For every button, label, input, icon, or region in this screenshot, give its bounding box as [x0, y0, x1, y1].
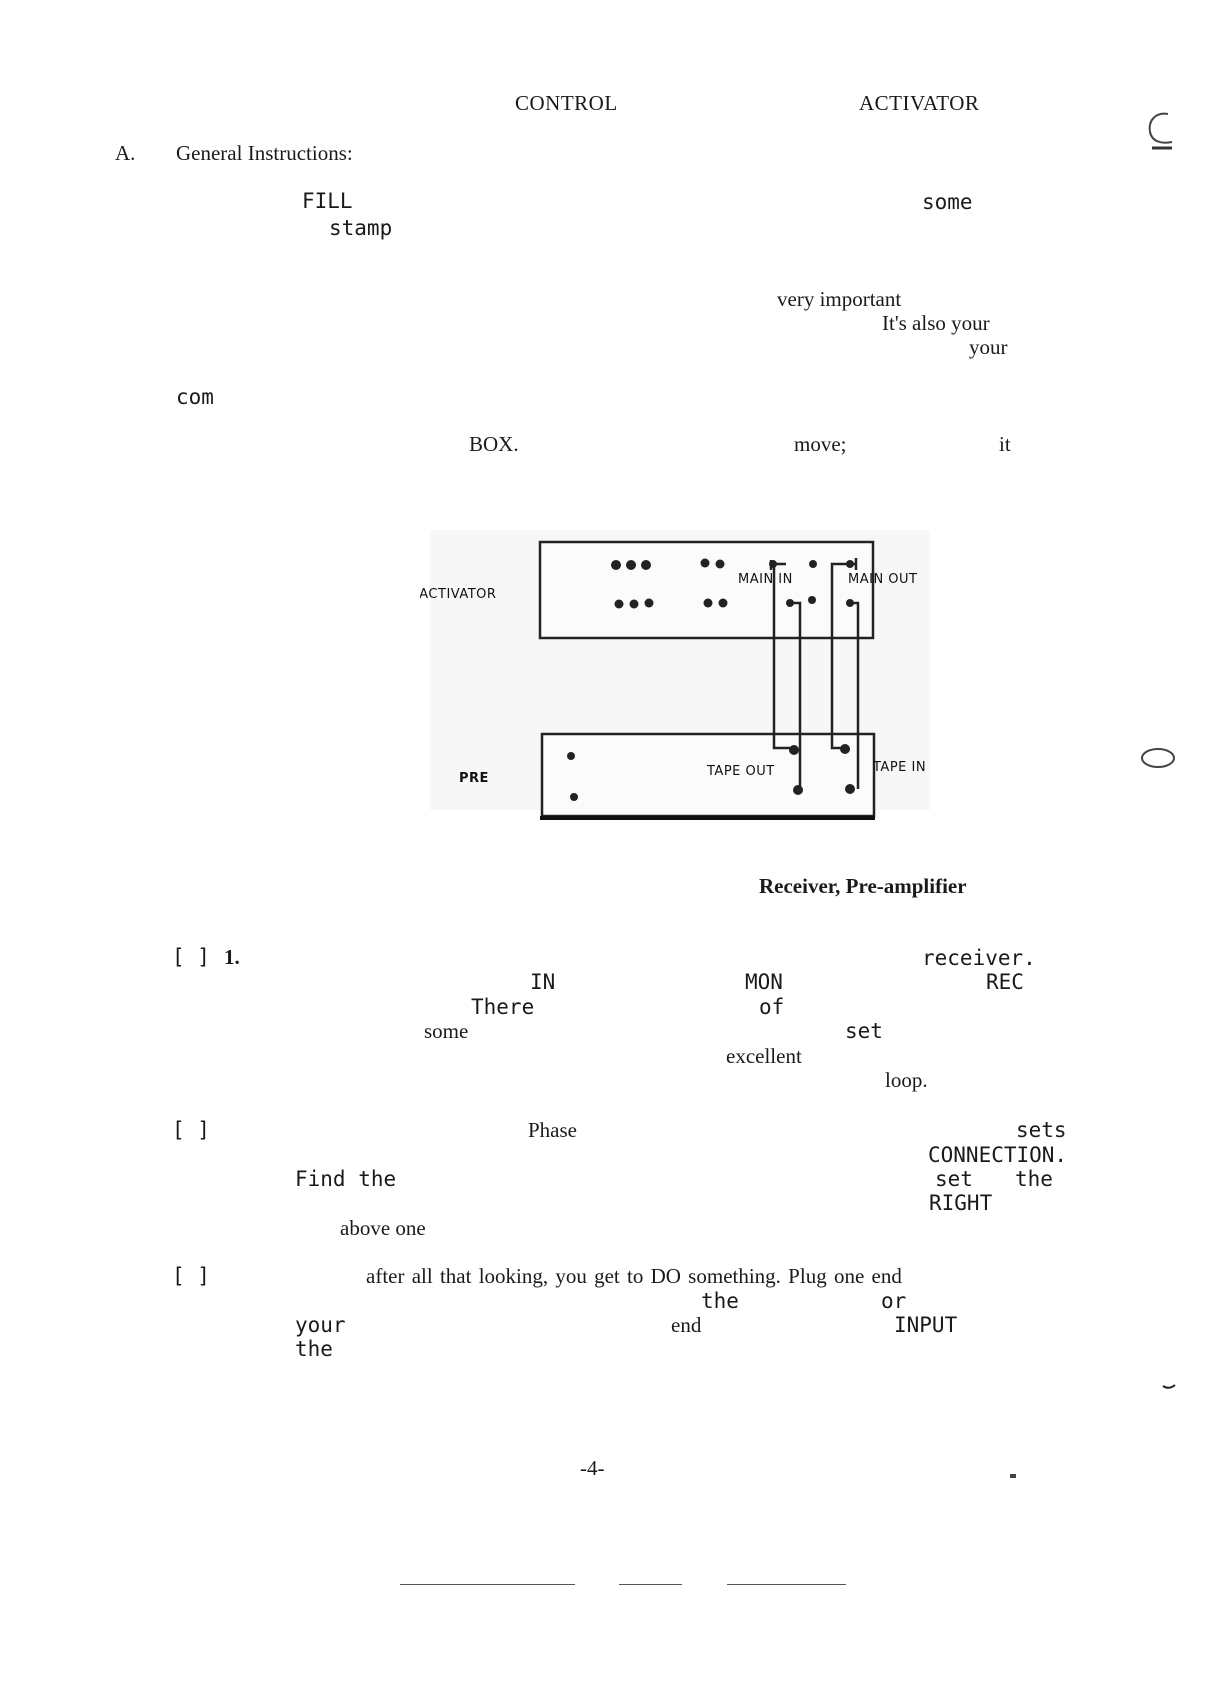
- speck-mark: [1010, 1474, 1016, 1478]
- page-number: -4-: [580, 1456, 605, 1480]
- phrase-very-important: very important: [777, 287, 902, 311]
- word-com: com: [176, 385, 214, 409]
- step-2-find-the: Find the: [295, 1167, 397, 1191]
- label-tape-out: TAPE OUT: [706, 764, 775, 779]
- step-3-your: your: [295, 1313, 346, 1337]
- title-activator: ACTIVATOR: [859, 91, 980, 115]
- preamp-box: [540, 732, 876, 818]
- label-tape-in: TAPE IN: [872, 760, 926, 775]
- word-stamp: stamp: [329, 216, 393, 240]
- phrase-its-also-your: It's also your: [882, 311, 990, 335]
- checkbox-step-2[interactable]: [ ]: [172, 1118, 210, 1142]
- step-2-connection: CONNECTION.: [928, 1143, 1068, 1167]
- step-1-excellent: excellent: [726, 1044, 802, 1068]
- binder-hole-mark-top: [1148, 112, 1173, 150]
- step-3-input: INPUT: [894, 1313, 958, 1337]
- word-some: some: [922, 190, 973, 214]
- step-3-the: the: [701, 1289, 739, 1313]
- bottom-rule-2: [619, 1584, 682, 1585]
- activator-jacks-top: [611, 558, 854, 570]
- step-1-receiver: receiver.: [922, 946, 1036, 970]
- step-1-in: IN: [530, 970, 556, 994]
- step-1-set: set: [845, 1019, 883, 1043]
- word-move: move;: [794, 432, 847, 456]
- step-1-some: some: [424, 1019, 469, 1043]
- step-1-mon: MON: [745, 970, 783, 994]
- bottom-rule-1: [400, 1584, 575, 1585]
- diagram-caption: Receiver, Pre-amplifier: [759, 874, 967, 898]
- step-3-the-2: the: [295, 1337, 333, 1361]
- title-control: CONTROL: [515, 91, 618, 115]
- word-fill: FILL: [302, 189, 353, 213]
- section-letter: A.: [115, 141, 136, 165]
- label-pre: PRE: [459, 771, 489, 786]
- word-box: BOX.: [469, 432, 519, 456]
- word-your: your: [969, 335, 1008, 359]
- edge-speck: [1162, 1384, 1176, 1389]
- step-1-there: There: [471, 995, 535, 1019]
- step-1-of: of: [759, 995, 785, 1019]
- checkbox-step-3[interactable]: [ ]: [172, 1264, 210, 1288]
- step-3-end: end: [671, 1313, 702, 1337]
- checkbox-step-1[interactable]: [ ]: [172, 945, 210, 969]
- binder-hole-mark-middle: [1141, 748, 1175, 768]
- patch-cables: [769, 558, 860, 790]
- label-main-in: MAIN IN: [738, 572, 793, 587]
- step-1-rec: REC: [986, 970, 1024, 994]
- step-2-above-one: above one: [340, 1216, 426, 1240]
- step-2-set: set: [935, 1167, 973, 1191]
- step-2-phase: Phase: [528, 1118, 577, 1142]
- step-2-sets: sets: [1016, 1118, 1067, 1142]
- step-3-line-1: after all that looking, you get to DO so…: [366, 1264, 902, 1288]
- label-main-out: MAIN OUT: [848, 572, 918, 587]
- step-2-the: the: [1015, 1167, 1053, 1191]
- step-1-loop: loop.: [885, 1068, 928, 1092]
- bottom-rule-3: [727, 1584, 846, 1585]
- step-1-number: 1.: [224, 945, 240, 969]
- activator-box: [538, 540, 875, 640]
- word-it: it: [999, 432, 1011, 456]
- step-3-or: or: [881, 1289, 907, 1313]
- label-coupled-activator: COUPLED ACTIVATOR: [420, 587, 496, 602]
- section-heading: General Instructions:: [176, 141, 353, 165]
- wiring-diagram: COUPLED ACTIVATOR MAIN IN MAIN OUT TAPE …: [420, 530, 930, 820]
- step-2-right: RIGHT: [929, 1191, 993, 1215]
